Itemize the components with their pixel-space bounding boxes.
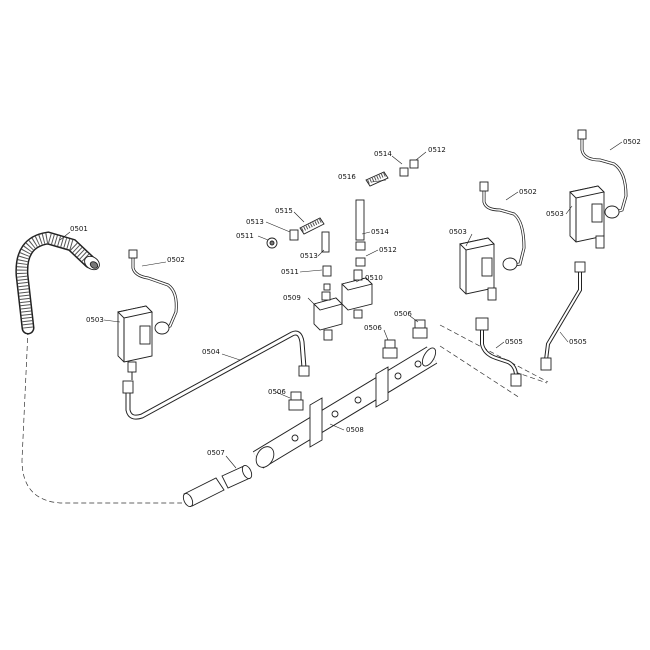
callout-0513-a: 0513	[246, 218, 264, 226]
sleeve-0513-mid	[321, 231, 330, 253]
callout-0503-right: 0503	[546, 210, 564, 218]
callout-0504: 0504	[202, 348, 220, 356]
callout-0506-b: 0506	[364, 324, 382, 332]
fitting-0506-b	[382, 339, 398, 359]
callout-0511-b: 0511	[281, 268, 299, 276]
callout-0511-a: 0511	[236, 232, 254, 240]
fitting-0502-left	[128, 249, 138, 259]
nut-0512-top	[399, 167, 409, 177]
nut-0514	[355, 241, 366, 251]
valve-0509	[313, 291, 343, 341]
callout-0516: 0516	[338, 173, 356, 181]
callout-0507: 0507	[207, 449, 225, 457]
callout-0510: 0510	[365, 274, 383, 282]
ring-0511	[323, 283, 331, 291]
callout-0502-right: 0502	[623, 138, 641, 146]
callout-0514-a: 0514	[374, 150, 392, 158]
connector-0507	[182, 464, 253, 508]
assembly-line-right-3	[514, 371, 548, 384]
assembly-line-left	[21, 329, 182, 504]
callout-labels: 0501 0502 0502 0502 0503 0503 0503 0504 …	[70, 138, 641, 457]
corrugated-hose-0501	[15, 231, 100, 335]
callout-0513-b: 0513	[300, 252, 318, 260]
pipe-0505-right	[540, 261, 586, 371]
callout-0512-a: 0512	[428, 146, 446, 154]
valve-0510	[341, 269, 373, 319]
callout-0508: 0508	[346, 426, 364, 434]
stem-0514	[355, 199, 365, 241]
callout-0503-left: 0503	[86, 316, 104, 324]
leader-lines	[59, 141, 623, 469]
nut-0512	[355, 257, 366, 267]
callout-0509: 0509	[283, 294, 301, 302]
callout-0502-left: 0502	[167, 256, 185, 264]
callout-0506-c: 0506	[394, 310, 412, 318]
pressure-switch-left-0503	[117, 305, 153, 380]
callout-0512-b: 0512	[379, 246, 397, 254]
callout-0503-mid: 0503	[449, 228, 467, 236]
nut-0514-top	[409, 159, 419, 169]
sleeve-0511	[322, 265, 332, 277]
manifold-0508	[252, 346, 438, 469]
small-parts-group	[266, 159, 419, 291]
callout-0515: 0515	[275, 207, 293, 215]
pressure-switch-mid-0503	[459, 237, 497, 301]
pipe-0505-left	[475, 317, 522, 387]
assembly-line-right-2	[439, 324, 549, 383]
callout-0505-right: 0505	[569, 338, 587, 346]
assembly-line-right-1	[439, 345, 521, 399]
fitting-0506-c	[412, 319, 428, 339]
pipe-0504	[122, 330, 310, 420]
fitting-0506-a	[288, 391, 304, 411]
nut-0502-left	[154, 321, 170, 335]
callout-0514-b: 0514	[371, 228, 389, 236]
callout-0506-a: 0506	[268, 388, 286, 396]
callout-0502-mid: 0502	[519, 188, 537, 196]
callout-0505-left: 0505	[505, 338, 523, 346]
sleeve-0513-top	[289, 229, 299, 241]
callout-0501: 0501	[70, 225, 88, 233]
pressure-switch-right-0503	[569, 185, 605, 249]
